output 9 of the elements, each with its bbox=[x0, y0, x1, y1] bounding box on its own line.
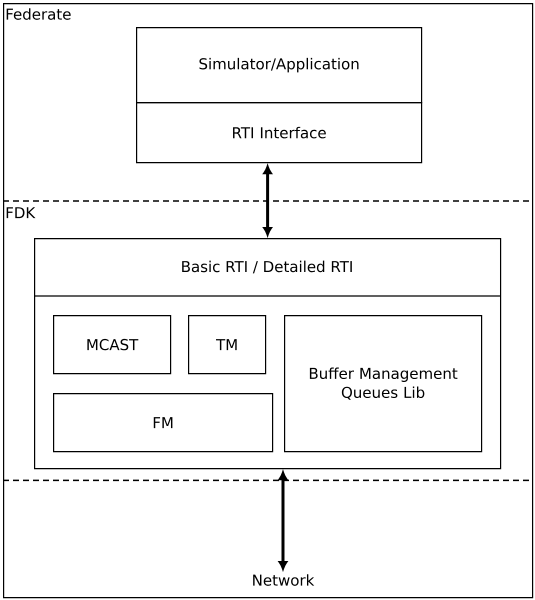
double-arrow bbox=[263, 166, 272, 236]
component-box: FM bbox=[53, 393, 274, 452]
network-label: Network bbox=[253, 574, 314, 586]
component-box: TM bbox=[188, 315, 266, 374]
component-box: RTI Interface bbox=[136, 102, 422, 164]
component-box: Buffer Management Queues Lib bbox=[284, 315, 482, 452]
component-box: Simulator/Application bbox=[136, 27, 422, 104]
double-arrow bbox=[278, 472, 288, 570]
component-box: MCAST bbox=[53, 315, 172, 374]
